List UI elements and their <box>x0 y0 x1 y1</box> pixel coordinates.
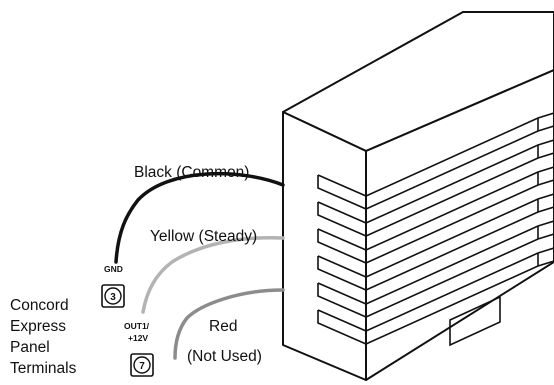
red-wire-label-line2: (Not Used) <box>187 348 262 365</box>
terminal-gnd: GND 3 <box>101 264 125 308</box>
yellow-wire <box>141 235 285 314</box>
terminal-out1-number: 7 <box>139 361 145 372</box>
panel-label-line4: Terminals <box>10 360 77 377</box>
screw-icon <box>104 287 122 305</box>
red-wire-label-line1: Red <box>209 318 237 335</box>
panel-label-line1: Concord <box>10 297 69 314</box>
device-nameplate <box>449 295 501 347</box>
yellow-wire-label: Yellow (Steady) <box>150 228 257 245</box>
terminal-out1: OUT1/ +12V 7 <box>124 321 154 377</box>
vent-slats-side <box>365 112 554 345</box>
screw-icon <box>133 356 151 374</box>
terminal-gnd-label: GND <box>104 264 123 274</box>
terminal-gnd-number: 3 <box>110 292 116 303</box>
vent-slats-front <box>317 174 367 345</box>
black-wire <box>114 172 285 264</box>
red-wire <box>173 288 285 360</box>
panel-label-line2: Express <box>10 318 66 335</box>
terminal-out1-label-line1: OUT1/ <box>124 321 150 331</box>
terminal-out1-label-line2: +12V <box>128 333 148 343</box>
siren-device <box>282 11 554 381</box>
device-front-face <box>282 111 367 381</box>
panel-label-line3: Panel <box>10 339 50 356</box>
panel-terminals-label: Concord Express Panel Terminals <box>10 297 77 377</box>
black-wire-label: Black (Common) <box>134 164 249 181</box>
